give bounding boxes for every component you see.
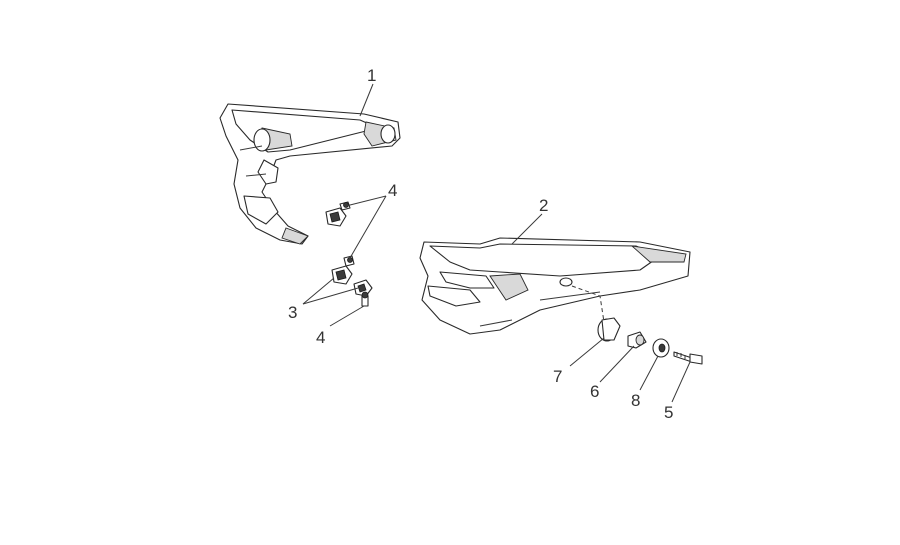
callout-8: 8 [631,391,640,410]
assembly-axis [571,285,605,323]
leader-4b [329,305,365,327]
part-3-clip-middle [331,265,353,285]
part-1-bracket [219,103,401,245]
part-4-screw-upper [339,201,351,211]
leader-6 [599,345,635,383]
leader-8 [639,355,659,391]
leader-1 [359,83,374,117]
callout-3: 3 [288,303,297,322]
callout-7: 7 [553,367,562,386]
leader-7 [569,337,605,367]
callout-2: 2 [539,196,548,215]
leader-4a-lower [349,195,387,259]
part-4-screw-middle [343,255,355,267]
callout-4-lower: 4 [316,328,325,347]
part-3-clip-upper [325,207,347,227]
part-5-screw [673,351,703,365]
part-6-spacer [627,331,647,349]
leader-lines [302,83,691,403]
part-3-clip-lower [353,279,373,297]
leader-4a-upper [345,195,387,207]
callout-5: 5 [664,403,673,422]
part-8-washer [652,338,670,358]
callout-6: 6 [590,382,599,401]
part-7-grommet [597,317,621,342]
part-2-side-panel [419,237,691,335]
callout-1: 1 [367,66,376,85]
leader-3b [302,287,359,305]
part-4-screw-lower [361,291,369,307]
callout-4-upper: 4 [388,181,397,200]
leader-3a [302,277,335,305]
leader-2 [511,213,543,245]
leader-5 [671,361,691,403]
